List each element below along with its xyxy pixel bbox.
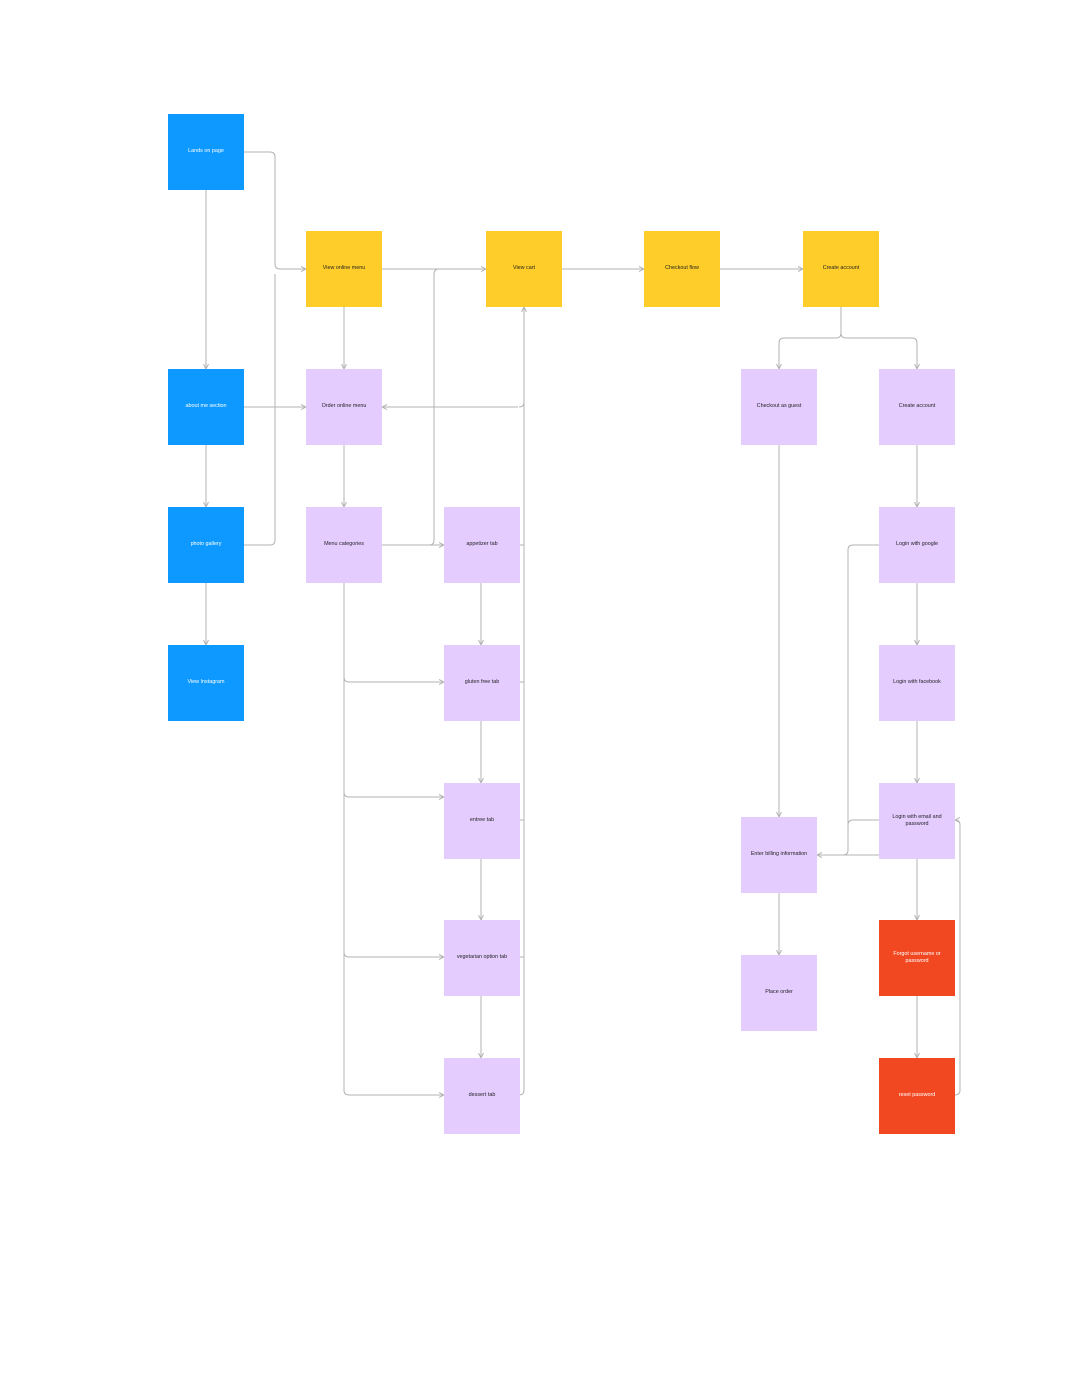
node-reset-password: reset password xyxy=(879,1058,955,1134)
node-about-me-section: about me section xyxy=(168,369,244,445)
node-checkout-as-guest: Checkout as guest xyxy=(741,369,817,445)
node-create-account: Create account xyxy=(879,369,955,445)
node-view-instagram: View Instagram xyxy=(168,645,244,721)
node-view-cart: View cart xyxy=(486,231,562,307)
connector-bus-to-veg xyxy=(343,951,444,957)
node-lands-on-page: Lands on page xyxy=(168,114,244,190)
node-login-with-facebook: Login with facebook xyxy=(879,645,955,721)
connector-email-loop xyxy=(847,819,879,826)
connector-bus-to-gluten xyxy=(343,676,444,682)
connector-categories-bus xyxy=(343,583,444,1095)
node-entree-tab: entree tab xyxy=(444,783,520,859)
node-photo-gallery: photo gallery xyxy=(168,507,244,583)
node-vegetarian-option-tab: vegetarian option tab xyxy=(444,920,520,996)
node-login-with-email: Login with email and password xyxy=(879,783,955,859)
connector-bus-to-order-menu xyxy=(518,401,525,408)
node-checkout-flow: Checkout flow xyxy=(644,231,720,307)
connector-reset-to-email xyxy=(955,820,961,1096)
node-gluten-free-tab: gluten free tab xyxy=(444,645,520,721)
connector-lands-to-view-menu xyxy=(244,151,306,269)
node-order-online-menu: Order online menu xyxy=(306,369,382,445)
node-dessert-tab: dessert tab xyxy=(444,1058,520,1134)
connector-create-top-down xyxy=(779,307,842,369)
node-view-online-menu: View online menu xyxy=(306,231,382,307)
connector-bus-to-entree xyxy=(343,791,444,797)
node-place-order: Place order xyxy=(741,955,817,1031)
connector-create-top-to-create xyxy=(840,332,917,369)
connector-gallery-to-bus xyxy=(244,274,276,546)
node-login-with-google: Login with google xyxy=(879,507,955,583)
connector-google-to-billing xyxy=(817,544,879,856)
node-appetizer-tab: appetizer tab xyxy=(444,507,520,583)
node-forgot-username-or-password: Forgot username or password xyxy=(879,920,955,996)
node-enter-billing-information: Enter billing information xyxy=(741,817,817,893)
node-menu-categories: Menu categories xyxy=(306,507,382,583)
node-create-account-top: Create account xyxy=(803,231,879,307)
